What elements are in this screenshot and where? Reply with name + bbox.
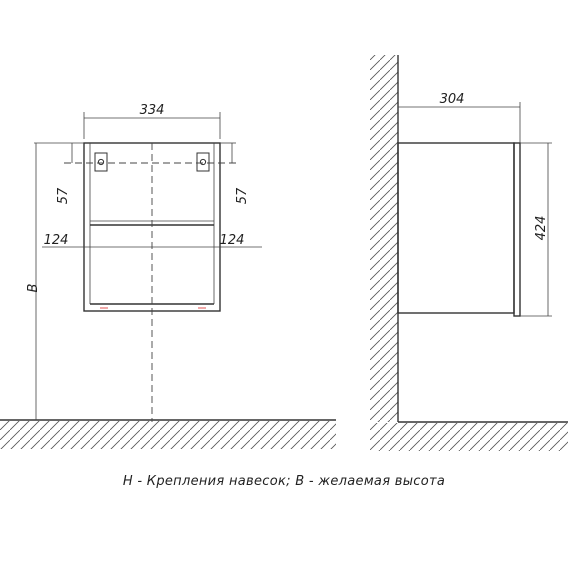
cabinet-side-outline [397, 142, 515, 314]
cabinet-door-side [513, 142, 521, 317]
front-view: 334 57 57 124 124 B [0, 103, 336, 449]
side-height-label: 424 [534, 216, 549, 241]
height-b-label: B [26, 283, 41, 292]
side-view: 304 424 [370, 55, 568, 451]
right-offset-label: 57 [235, 187, 250, 204]
side-floor-hatching [370, 423, 568, 451]
floor-hatching [0, 421, 336, 449]
wall-hatching [370, 55, 398, 422]
right-horizontal-label: 124 [220, 233, 245, 248]
left-hanger-bracket [94, 152, 108, 172]
caption-legend: H - Крепления навесок; B - желаемая высо… [122, 474, 446, 489]
depth-dimension-label: 304 [440, 92, 465, 107]
right-hanger-bracket [196, 152, 210, 172]
left-offset-label: 57 [56, 187, 71, 204]
left-horizontal-label: 124 [44, 233, 69, 248]
width-dimension-label: 334 [140, 103, 165, 118]
